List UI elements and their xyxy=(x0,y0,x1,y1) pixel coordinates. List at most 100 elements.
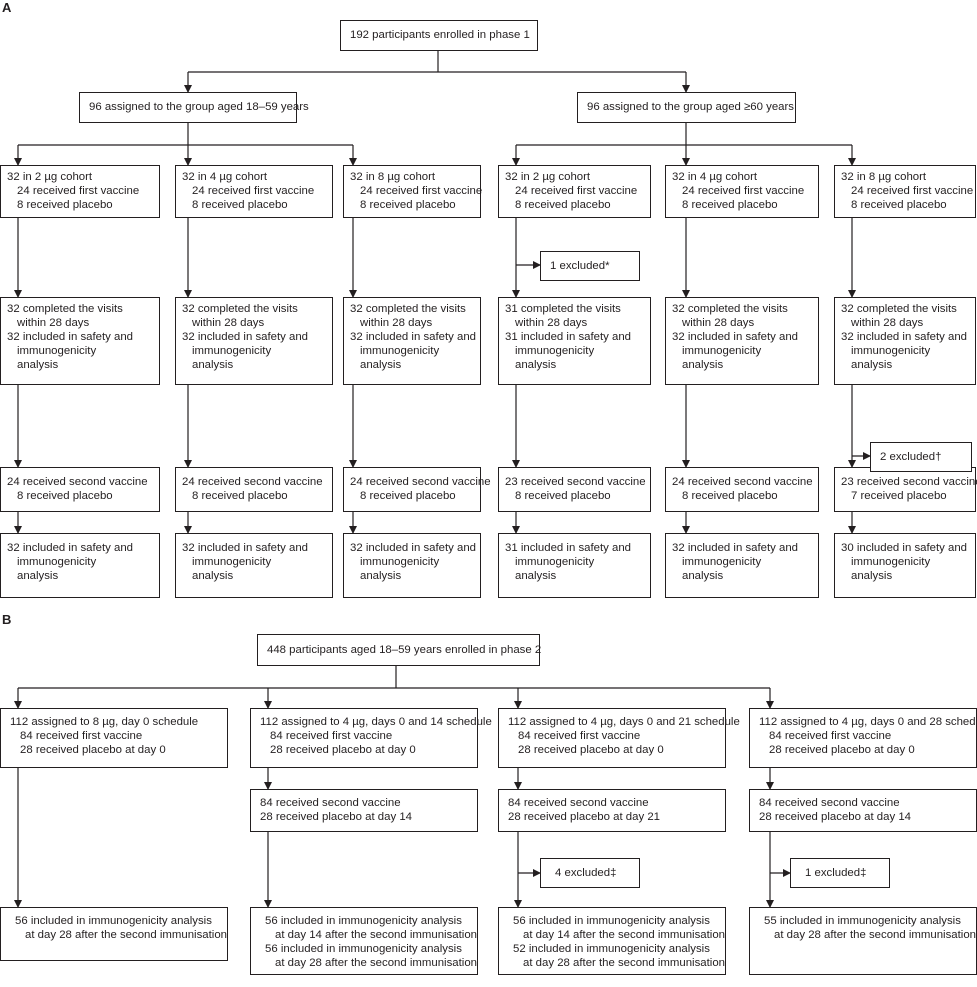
box-text-line: immunogenicity xyxy=(666,555,818,569)
box-text-line: 24 received second vaccine xyxy=(176,475,332,489)
box-text-line: within 28 days xyxy=(835,316,975,330)
box-text-line: 32 included in safety and xyxy=(666,541,818,555)
completed-visits-box: 32 completed the visitswithin 28 days32 … xyxy=(0,297,160,385)
box-text-line: 84 received first vaccine xyxy=(1,729,227,743)
immunogenicity-box: 56 included in immunogenicity analysisat… xyxy=(0,907,228,961)
cohort-box: 32 in 8 µg cohort24 received first vacci… xyxy=(834,165,976,218)
box-text-line: immunogenicity xyxy=(499,344,650,358)
box-text-line: analysis xyxy=(499,358,650,372)
box-text-line: immunogenicity xyxy=(666,344,818,358)
box-text-line: immunogenicity xyxy=(344,344,480,358)
box-text-line: 7 received placebo xyxy=(835,489,975,503)
box-text-line: 31 completed the visits xyxy=(499,302,650,316)
box-text-line: 28 received placebo at day 0 xyxy=(251,743,477,757)
box-text-line: 32 completed the visits xyxy=(344,302,480,316)
second-vaccine-box: 24 received second vaccine8 received pla… xyxy=(175,467,333,512)
box-text-line: analysis xyxy=(666,358,818,372)
safety-analysis-box: 32 included in safety andimmunogenicitya… xyxy=(0,533,160,598)
box-text-line: at day 28 after the second immunisation xyxy=(251,956,477,970)
excluded-box: 1 excluded‡ xyxy=(790,858,890,888)
second-vaccine-box: 24 received second vaccine8 received pla… xyxy=(665,467,819,512)
box-text-line: 84 received first vaccine xyxy=(499,729,725,743)
box-text-line: 24 received first vaccine xyxy=(499,184,650,198)
box-text-line: 32 included in safety and xyxy=(344,330,480,344)
safety-analysis-box: 32 included in safety andimmunogenicitya… xyxy=(343,533,481,598)
assigned-box: 112 assigned to 8 µg, day 0 schedule84 r… xyxy=(0,708,228,768)
box-text-line: 32 included in safety and xyxy=(835,330,975,344)
box-text-line: 112 assigned to 4 µg, days 0 and 21 sche… xyxy=(499,715,725,729)
box-text-line: analysis xyxy=(666,569,818,583)
box-text-line: 32 in 4 µg cohort xyxy=(666,170,818,184)
box-text-line: 32 in 8 µg cohort xyxy=(344,170,480,184)
box-text-line: analysis xyxy=(344,569,480,583)
box-text-line: analysis xyxy=(344,358,480,372)
second-vaccine-box: 84 received second vaccine28 received pl… xyxy=(749,789,977,832)
box-text-line: 96 assigned to the group aged 18–59 year… xyxy=(80,100,296,114)
cohort-box: 32 in 2 µg cohort24 received first vacci… xyxy=(498,165,651,218)
box-text-line: 32 included in safety and xyxy=(1,541,159,555)
box-text-line: 28 received placebo at day 0 xyxy=(1,743,227,757)
box-text-line: 32 in 8 µg cohort xyxy=(835,170,975,184)
box-text-line: at day 14 after the second immunisation xyxy=(251,928,477,942)
box-text-line: 8 received placebo xyxy=(176,489,332,503)
box-text-line: 84 received second vaccine xyxy=(251,796,477,810)
box-text-line: 112 assigned to 8 µg, day 0 schedule xyxy=(1,715,227,729)
box-text-line: 84 received second vaccine xyxy=(750,796,976,810)
box-text-line: 32 in 4 µg cohort xyxy=(176,170,332,184)
box-text-line: 32 completed the visits xyxy=(835,302,975,316)
cohort-box: 32 in 8 µg cohort24 received first vacci… xyxy=(343,165,481,218)
box-text-line: immunogenicity xyxy=(835,344,975,358)
box-text-line: 192 participants enrolled in phase 1 xyxy=(341,28,537,42)
box-text-line: 4 excluded‡ xyxy=(541,866,639,880)
box-text-line: 24 received first vaccine xyxy=(1,184,159,198)
box-text-line: 52 included in immunogenicity analysis xyxy=(499,942,725,956)
box-text-line: analysis xyxy=(1,569,159,583)
box-text-line: 1 excluded‡ xyxy=(791,866,889,880)
box-text-line: 32 included in safety and xyxy=(666,330,818,344)
box-text-line: immunogenicity xyxy=(499,555,650,569)
box-text-line: 24 received second vaccine xyxy=(1,475,159,489)
box-text-line: 84 received first vaccine xyxy=(251,729,477,743)
box-text-line: 96 assigned to the group aged ≥60 years xyxy=(578,100,795,114)
box-text-line: 28 received placebo at day 14 xyxy=(251,810,477,824)
box-text-line: 24 received second vaccine xyxy=(666,475,818,489)
box-text-line: analysis xyxy=(176,358,332,372)
box-text-line: 32 included in safety and xyxy=(176,330,332,344)
box-text-line: 8 received placebo xyxy=(1,198,159,212)
box-text-line: within 28 days xyxy=(176,316,332,330)
box-text-line: 84 received second vaccine xyxy=(499,796,725,810)
box-text-line: 30 included in safety and xyxy=(835,541,975,555)
box-text-line: 8 received placebo xyxy=(1,489,159,503)
box-text-line: analysis xyxy=(1,358,159,372)
safety-analysis-box: 32 included in safety andimmunogenicitya… xyxy=(175,533,333,598)
box-text-line: 112 assigned to 4 µg, days 0 and 28 sche… xyxy=(750,715,976,729)
box-text-line: 32 in 2 µg cohort xyxy=(499,170,650,184)
box-text-line: 32 completed the visits xyxy=(176,302,332,316)
second-vaccine-box: 84 received second vaccine28 received pl… xyxy=(498,789,726,832)
safety-analysis-box: 30 included in safety andimmunogenicitya… xyxy=(834,533,976,598)
box-text-line: at day 14 after the second immunisation xyxy=(499,928,725,942)
box-text-line: 23 received second vaccine xyxy=(499,475,650,489)
box-text-line: 56 included in immunogenicity analysis xyxy=(251,914,477,928)
second-vaccine-box: 24 received second vaccine8 received pla… xyxy=(343,467,481,512)
immunogenicity-box: 56 included in immunogenicity analysisat… xyxy=(498,907,726,975)
immunogenicity-box: 55 included in immunogenicity analysisat… xyxy=(749,907,977,975)
box-text-line: immunogenicity xyxy=(835,555,975,569)
box-text-line: immunogenicity xyxy=(1,344,159,358)
box-text-line: 24 received first vaccine xyxy=(666,184,818,198)
box-text-line: 32 completed the visits xyxy=(666,302,818,316)
box-text-line: 28 received placebo at day 14 xyxy=(750,810,976,824)
box-text-line: 24 received first vaccine xyxy=(176,184,332,198)
group-box-18-59: 96 assigned to the group aged 18–59 year… xyxy=(79,92,297,123)
box-text-line: 28 received placebo at day 21 xyxy=(499,810,725,824)
box-text-line: within 28 days xyxy=(666,316,818,330)
completed-visits-box: 31 completed the visitswithin 28 days31 … xyxy=(498,297,651,385)
completed-visits-box: 32 completed the visitswithin 28 days32 … xyxy=(665,297,819,385)
box-text-line: 8 received placebo xyxy=(344,489,480,503)
box-text-line: immunogenicity xyxy=(1,555,159,569)
excluded-box: 4 excluded‡ xyxy=(540,858,640,888)
group-box-60-plus: 96 assigned to the group aged ≥60 years xyxy=(577,92,796,123)
box-text-line: 8 received placebo xyxy=(835,198,975,212)
box-text-line: 31 included in safety and xyxy=(499,541,650,555)
